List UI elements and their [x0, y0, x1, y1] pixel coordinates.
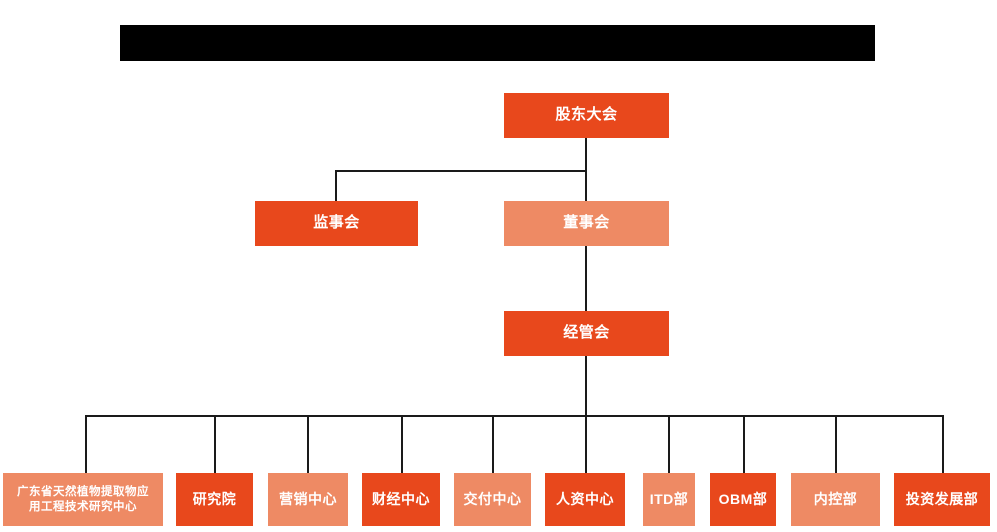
org-node-directors[interactable]: 董事会	[504, 201, 669, 246]
redacted-title-bar	[120, 25, 875, 61]
connector-drop-hr-center	[585, 415, 587, 473]
connector-drop-delivery-center	[492, 415, 494, 473]
org-node-label-research-institute: 研究院	[192, 490, 237, 507]
org-node-label-internal-control: 内控部	[813, 490, 858, 507]
connector-drop-research-institute	[214, 415, 216, 473]
connector-directors-drop	[585, 170, 587, 201]
org-node-label-gd-research-center: 广东省天然植物提取物应用工程技术研究中心	[17, 486, 149, 513]
org-node-investment-dev[interactable]: 投资发展部	[894, 473, 990, 526]
org-node-label-delivery-center: 交付中心	[463, 490, 522, 507]
connector-management-down	[585, 356, 587, 415]
connector-supervisors-drop	[335, 170, 337, 201]
org-node-label-itd-dept: ITD部	[649, 490, 689, 507]
org-node-label-supervisors: 监事会	[313, 214, 360, 232]
org-node-internal-control[interactable]: 内控部	[791, 473, 880, 526]
org-node-finance-center[interactable]: 财经中心	[362, 473, 440, 526]
org-node-label-shareholders: 股东大会	[555, 106, 618, 124]
connector-drop-finance-center	[401, 415, 403, 473]
org-node-marketing-center[interactable]: 营销中心	[268, 473, 348, 526]
connector-level4-bus	[85, 415, 944, 417]
connector-drop-gd-research-center	[85, 415, 87, 473]
connector-drop-obm-dept	[743, 415, 745, 473]
connector-drop-marketing-center	[307, 415, 309, 473]
connector-directors-to-management	[585, 246, 587, 311]
org-node-supervisors[interactable]: 监事会	[255, 201, 418, 246]
org-node-gd-research-center[interactable]: 广东省天然植物提取物应用工程技术研究中心	[3, 473, 163, 526]
org-node-label-management-committee: 经管会	[563, 324, 610, 342]
org-node-management-committee[interactable]: 经管会	[504, 311, 669, 356]
connector-drop-investment-dev	[942, 415, 944, 473]
connector-shareholders-bus	[335, 170, 586, 172]
org-node-label-obm-dept: OBM部	[718, 490, 768, 507]
org-node-label-directors: 董事会	[563, 214, 610, 232]
org-node-shareholders[interactable]: 股东大会	[504, 93, 669, 138]
org-node-obm-dept[interactable]: OBM部	[710, 473, 776, 526]
org-node-label-investment-dev: 投资发展部	[905, 490, 979, 507]
connector-drop-internal-control	[835, 415, 837, 473]
org-node-research-institute[interactable]: 研究院	[176, 473, 253, 526]
org-node-label-finance-center: 财经中心	[372, 490, 430, 507]
connector-shareholders-down	[585, 138, 587, 171]
connector-drop-itd-dept	[668, 415, 670, 473]
org-node-itd-dept[interactable]: ITD部	[643, 473, 695, 526]
org-node-delivery-center[interactable]: 交付中心	[454, 473, 531, 526]
org-node-label-hr-center: 人资中心	[556, 490, 614, 507]
org-node-hr-center[interactable]: 人资中心	[545, 473, 625, 526]
org-node-label-marketing-center: 营销中心	[279, 490, 337, 507]
